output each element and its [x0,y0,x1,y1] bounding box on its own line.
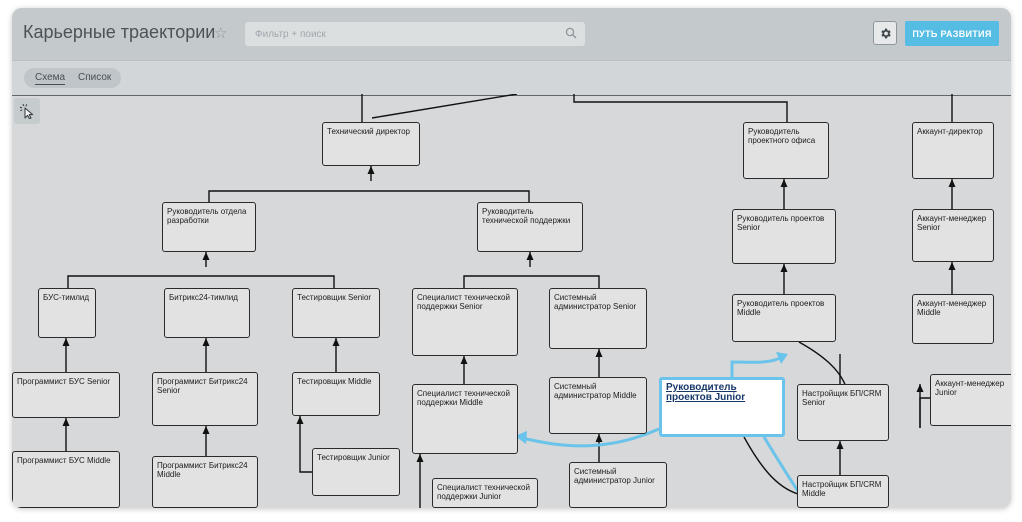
node-tsup-senior[interactable]: Специалист технической поддержки Senior [412,288,518,356]
node-crm-senior[interactable]: Настройщик БП/CRM Senior [797,384,889,441]
node-b24-middle[interactable]: Программист Битрикс24 Middle [152,456,258,508]
node-acc-middle[interactable]: Аккаунт-менеджер Middle [912,294,994,344]
career-scheme-canvas[interactable]: Технический директор Руководитель отдела… [12,94,1011,508]
pointer-cursor-icon [19,103,34,119]
node-bus-senior[interactable]: Программист БУС Senior [12,372,120,418]
settings-button[interactable] [873,21,897,45]
node-qa-middle[interactable]: Тестировщик Middle [292,372,380,416]
dragged-card-pm-junior[interactable]: Руководитель проектов Junior [659,377,785,437]
node-tsup-middle[interactable]: Специалист технической поддержки Middle [412,384,518,454]
node-tech-director[interactable]: Технический директор [322,122,420,166]
page-header: Карьерные траектории ☆ ПУТЬ РАЗВИТИЯ [12,8,1011,60]
node-pmo-head[interactable]: Руководитель проектного офиса [743,122,829,179]
node-tsup-junior[interactable]: Специалист технической поддержки Junior [432,478,538,508]
star-outline-icon[interactable]: ☆ [214,25,228,42]
app-window: Карьерные траектории ☆ ПУТЬ РАЗВИТИЯ Схе… [12,8,1011,508]
node-pm-senior[interactable]: Руководитель проектов Senior [732,209,836,264]
node-support-head[interactable]: Руководитель технической поддержки [477,202,583,252]
node-acc-junior[interactable]: Аккаунт-менеджер Junior [930,374,1011,426]
connection-lines [62,94,956,508]
search-icon[interactable] [565,27,577,39]
view-toolbar: Схема Список [12,60,1011,96]
node-b24-senior[interactable]: Программист Битрикс24 Senior [152,372,258,426]
node-bus-lead[interactable]: БУС-тимлид [38,288,96,338]
tab-scheme[interactable]: Схема [35,72,66,85]
node-dev-head[interactable]: Руководитель отдела разработки [162,202,256,252]
page-title: Карьерные траектории [23,22,216,42]
search-input[interactable] [245,22,555,46]
node-qa-junior[interactable]: Тестировщик Junior [312,448,400,496]
view-switch: Схема Список [24,68,121,88]
node-sysadm-middle[interactable]: Системный администратор Middle [549,377,647,434]
gear-icon [880,28,891,38]
select-tool-button[interactable] [14,98,40,124]
node-acc-senior[interactable]: Аккаунт-менеджер Senior [912,209,994,262]
node-sysadm-senior[interactable]: Системный администратор Senior [549,288,647,349]
tab-list[interactable]: Список [78,72,112,83]
node-qa-senior[interactable]: Тестировщик Senior [292,288,380,338]
search-box [245,22,585,46]
node-crm-middle[interactable]: Настройщик БП/CRM Middle [797,475,889,508]
node-b24-lead[interactable]: Битрикс24-тимлид [164,288,250,338]
node-pm-middle[interactable]: Руководитель проектов Middle [732,294,836,342]
node-acc-director[interactable]: Аккаунт-директор [912,122,994,179]
career-path-button[interactable]: ПУТЬ РАЗВИТИЯ [905,21,999,46]
node-sysadm-junior[interactable]: Системный администратор Junior [569,462,667,508]
node-bus-middle[interactable]: Программист БУС Middle [12,451,120,508]
